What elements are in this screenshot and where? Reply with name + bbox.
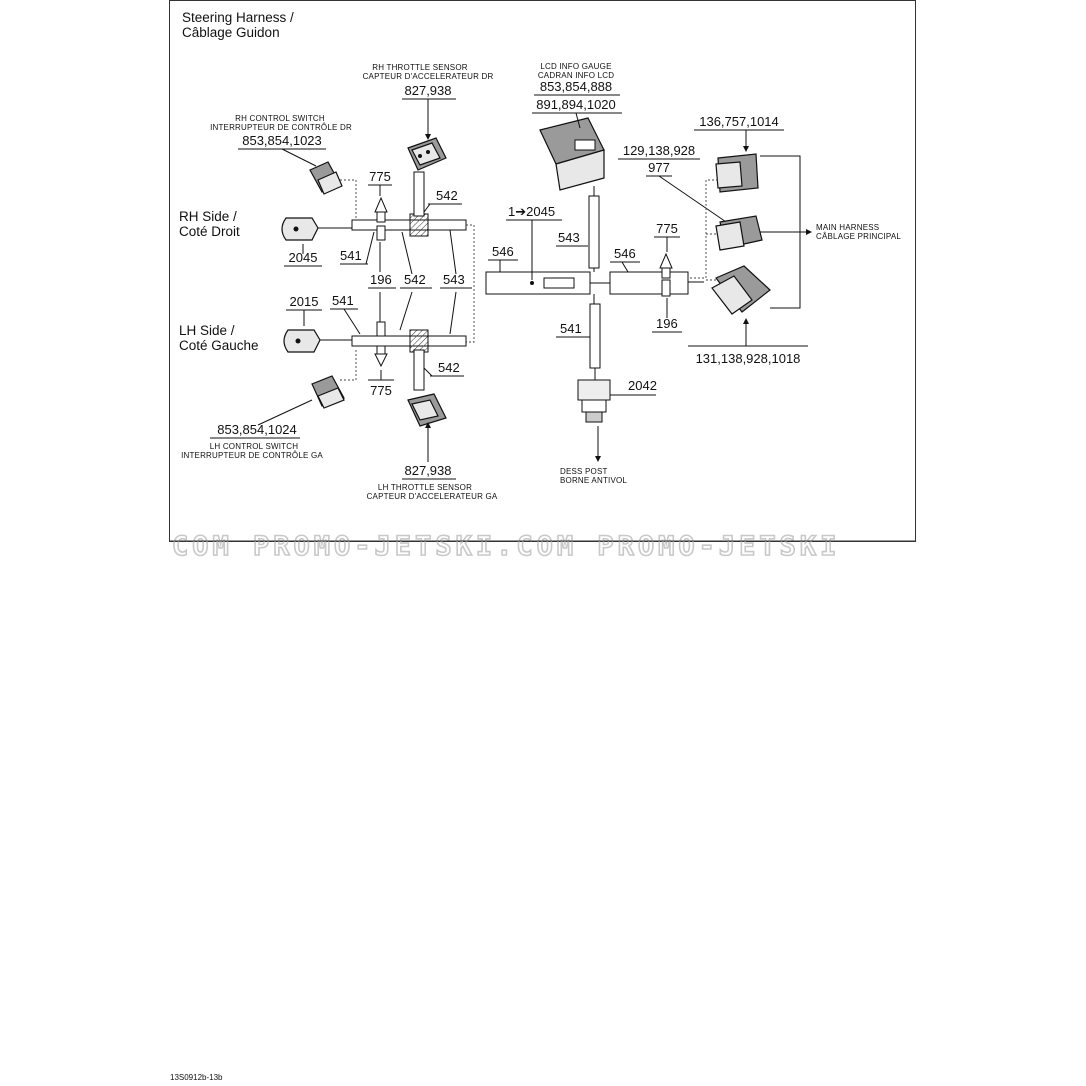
lh-switch-label-en: LH CONTROL SWITCH: [210, 442, 298, 451]
lcd-gauge-parts-1: 853,854,888: [540, 79, 612, 94]
rh-splice-icon: [374, 196, 388, 241]
callout-546-right: 546: [614, 246, 636, 261]
connector-129-parts: 129,138,928: [623, 143, 695, 158]
right-harness-block: [609, 271, 689, 295]
rh-throttle-parts: 827,938: [405, 83, 452, 98]
rh-switch-parts: 853,854,1023: [242, 133, 322, 148]
connector-131-icon: [711, 265, 771, 315]
title-line1: Steering Harness /: [182, 10, 294, 25]
callout-542-lh: 542: [438, 360, 460, 375]
lh-side-label-fr: Coté Gauche: [179, 338, 259, 353]
lh-switch-parts: 853,854,1024: [217, 422, 297, 437]
lh-connector-2015-icon: [283, 329, 321, 353]
rh-switch-label-en: RH CONTROL SWITCH: [235, 114, 325, 123]
dess-post-label-en: DESS POST: [560, 467, 608, 476]
dess-post-label-fr: BORNE ANTIVOL: [560, 476, 627, 485]
rh-harness-bar: [351, 219, 467, 231]
lh-sleeve-542: [409, 329, 429, 353]
main-harness-label-en: MAIN HARNESS: [816, 223, 879, 232]
right-splice-icon: [659, 252, 673, 297]
lh-control-switch-icon: [311, 375, 345, 409]
callout-2045: 2045: [289, 250, 318, 265]
rh-throttle-label-en: RH THROTTLE SENSOR: [372, 63, 467, 72]
rh-switch-label-fr: INTERRUPTEUR DE CONTRÔLE DR: [210, 123, 352, 132]
callout-775-lh: 775: [370, 383, 392, 398]
lh-switch-label-fr: INTERRUPTEUR DE CONTRÔLE GA: [181, 451, 323, 460]
callout-543-middle: 543: [558, 230, 580, 245]
rh-side-label: RH Side /: [179, 209, 237, 224]
lcd-gauge-label-en: LCD INFO GAUGE: [540, 62, 611, 71]
lh-throttle-parts: 827,938: [405, 463, 452, 478]
dess-post-icon: [577, 379, 611, 423]
callout-977: 977: [648, 160, 670, 175]
title-line2: Câblage Guidon: [182, 25, 280, 40]
callout-541-middle: 541: [560, 321, 582, 336]
rh-connector-2045-icon: [281, 217, 319, 241]
callout-542-rh: 542: [436, 188, 458, 203]
callout-775-rh: 775: [369, 169, 391, 184]
lh-harness-bar: [351, 335, 467, 347]
rh-control-switch-icon: [309, 161, 343, 195]
callout-541-rh: 541: [340, 248, 362, 263]
connector-131-parts: 131,138,928,1018: [696, 351, 801, 366]
callout-542-left: 542: [404, 272, 426, 287]
callout-775-right: 775: [656, 221, 678, 236]
connector-136-icon: [715, 153, 759, 193]
drawing-code: 13S0912b-13b: [170, 1073, 223, 1082]
rh-throttle-label-fr: CAPTEUR D'ACCELERATEUR DR: [363, 72, 494, 81]
tube-543: [588, 195, 600, 269]
rh-side-label-fr: Coté Droit: [179, 224, 240, 239]
callout-541-lh: 541: [332, 293, 354, 308]
main-harness-label-fr: CÂBLAGE PRINCIPAL: [816, 232, 901, 241]
watermark: COM PROMO-JETSKI.COM PROMO-JETSKI: [172, 531, 840, 562]
callout-2015: 2015: [290, 294, 319, 309]
lh-throttle-label-fr: CAPTEUR D'ACCELERATEUR GA: [367, 492, 498, 501]
callout-1-2045: 1➔2045: [508, 204, 555, 219]
callout-196-left: 196: [370, 272, 392, 287]
callout-2042: 2042: [628, 378, 657, 393]
callout-543-left: 543: [443, 272, 465, 287]
lh-throttle-sensor-icon: [407, 393, 447, 427]
callout-196-right: 196: [656, 316, 678, 331]
tube-541: [589, 303, 601, 369]
lcd-gauge-icon: [539, 117, 605, 191]
connector-129-icon: [715, 215, 763, 251]
rh-sleeve-542: [409, 213, 429, 237]
lcd-gauge-parts-2: 891,894,1020: [536, 97, 616, 112]
lh-throttle-label-en: LH THROTTLE SENSOR: [378, 483, 472, 492]
rh-throttle-sensor-icon: [407, 137, 447, 171]
connector-136-parts: 136,757,1014: [699, 114, 779, 129]
lcd-gauge-label-fr: CADRAN INFO LCD: [538, 71, 614, 80]
lh-splice-icon: [374, 321, 388, 368]
callout-546-left: 546: [492, 244, 514, 259]
lh-side-label: LH Side /: [179, 323, 235, 338]
